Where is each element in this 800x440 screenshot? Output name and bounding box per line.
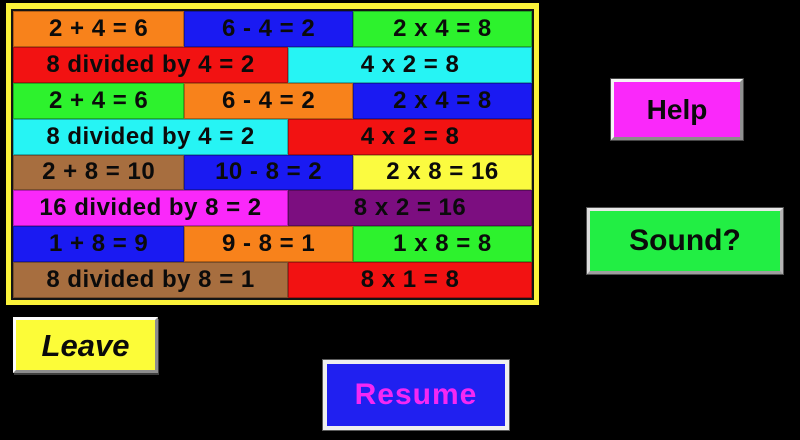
equation-cell: 2 + 8 = 10 bbox=[13, 154, 185, 191]
equation-cell: 8 divided by 4 = 2 bbox=[13, 118, 289, 155]
equation-cell: 4 x 2 = 8 bbox=[288, 46, 532, 83]
equation-cell: 2 x 4 = 8 bbox=[352, 11, 532, 47]
equation-cell: 8 divided by 8 = 1 bbox=[13, 262, 289, 298]
help-button[interactable]: Help bbox=[611, 79, 743, 140]
sound-button[interactable]: Sound? bbox=[587, 208, 783, 274]
equation-cell: 6 - 4 = 2 bbox=[184, 11, 353, 47]
equation-cell: 1 x 8 = 8 bbox=[352, 226, 532, 263]
equation-cell: 8 x 1 = 8 bbox=[288, 262, 532, 298]
equation-cell: 2 + 4 = 6 bbox=[13, 82, 185, 119]
equation-cell: 10 - 8 = 2 bbox=[184, 154, 353, 191]
equation-cell: 8 divided by 4 = 2 bbox=[13, 46, 289, 83]
equation-cell: 2 + 4 = 6 bbox=[13, 11, 185, 47]
equation-cell: 1 + 8 = 9 bbox=[13, 226, 185, 263]
equation-cell: 2 x 4 = 8 bbox=[352, 82, 532, 119]
equation-cell: 16 divided by 8 = 2 bbox=[13, 190, 289, 227]
leave-button[interactable]: Leave bbox=[13, 317, 158, 373]
equation-cell: 4 x 2 = 8 bbox=[288, 118, 532, 155]
equation-cell: 2 x 8 = 16 bbox=[352, 154, 532, 191]
equation-cell: 8 x 2 = 16 bbox=[288, 190, 532, 227]
equation-cell: 9 - 8 = 1 bbox=[184, 226, 353, 263]
resume-button[interactable]: Resume bbox=[323, 360, 509, 430]
equation-cell: 6 - 4 = 2 bbox=[184, 82, 353, 119]
